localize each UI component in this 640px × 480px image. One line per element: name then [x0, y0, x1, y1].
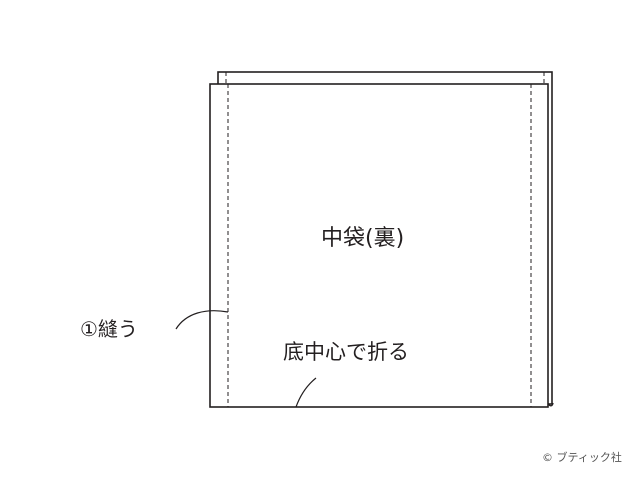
fold-instruction-label: 底中心で折る — [283, 340, 409, 364]
fold-leader-line — [295, 377, 317, 408]
sew-step-label: ①縫う — [80, 317, 138, 341]
fold-corner — [547, 402, 554, 407]
sew-leader-line — [175, 310, 229, 330]
front-fabric-layer — [209, 83, 549, 408]
copyright-notice: © ブティック社 — [542, 451, 622, 464]
inner-bag-label: 中袋(裏) — [321, 226, 405, 251]
